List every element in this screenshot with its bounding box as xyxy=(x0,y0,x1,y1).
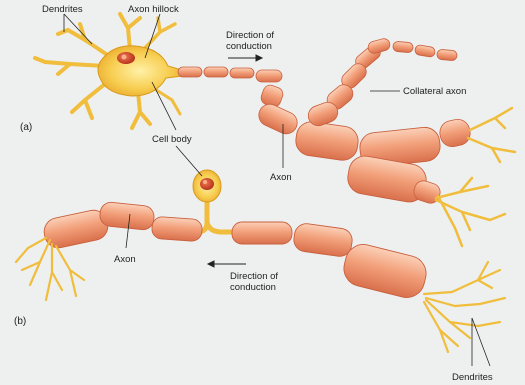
label-direction-b-line1: Direction of xyxy=(230,271,278,282)
neuron-a-collateral-axon xyxy=(305,37,457,128)
direction-arrow-b xyxy=(208,261,246,267)
label-direction-a-line2: conduction xyxy=(226,41,272,52)
label-direction-b-line2: conduction xyxy=(230,282,276,293)
panel-label-b: (b) xyxy=(14,316,26,327)
label-collateral-axon: Collateral axon xyxy=(403,86,466,97)
panel-label-a: (a) xyxy=(20,122,32,133)
label-direction-a-line1: Direction of xyxy=(226,30,274,41)
neuron-b-axon-left xyxy=(42,201,203,250)
neuron-b-dendrites-left xyxy=(16,238,84,300)
label-axon-hillock: Axon hillock xyxy=(128,4,179,15)
label-axon-a: Axon xyxy=(270,172,292,183)
label-axon-b: Axon xyxy=(114,254,136,265)
direction-arrow-a xyxy=(228,55,262,61)
neuron-b-dendrites-right xyxy=(424,262,505,352)
label-cell-body: Cell body xyxy=(152,134,192,145)
label-dendrites-b: Dendrites xyxy=(452,372,493,383)
label-dendrites-a: Dendrites xyxy=(42,4,83,15)
neuron-a-cell-body xyxy=(98,46,182,96)
neuron-b-nucleus xyxy=(200,178,214,190)
